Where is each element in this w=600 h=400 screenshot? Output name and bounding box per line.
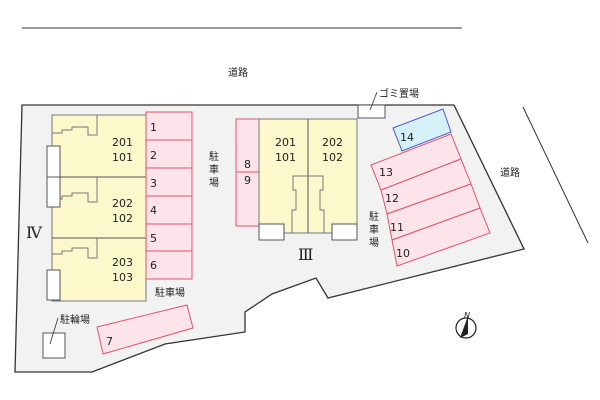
parking-10-13 <box>370 133 491 267</box>
space-number: 2 <box>150 149 157 162</box>
building-iii: 201 101 202 102 <box>258 118 358 241</box>
space-number: 14 <box>400 131 414 144</box>
parking-space-5 <box>145 223 193 252</box>
parking-space-10 <box>391 207 491 267</box>
parking-label: 駐車場 <box>155 286 185 299</box>
bike-parking-label: 駐輪場 <box>60 313 90 326</box>
building-iv: 201 101 202 102 203 103 <box>46 114 147 302</box>
compass-north-label: N <box>464 311 470 320</box>
unit-label: 201 <box>275 136 296 149</box>
space-number: 4 <box>150 204 157 217</box>
unit-label: 103 <box>112 271 133 284</box>
parking-1-6 <box>145 111 193 280</box>
unit-label: 202 <box>322 136 343 149</box>
unit-label: 101 <box>275 151 296 164</box>
space-number: 10 <box>396 247 410 260</box>
space-number: 7 <box>106 335 113 348</box>
unit-label: 203 <box>112 256 133 269</box>
space-number: 8 <box>244 158 251 171</box>
parking-label: 場 <box>209 176 219 189</box>
garbage-label: ゴミ置場 <box>379 87 419 100</box>
parking-label: 車 <box>369 223 379 236</box>
road-label-right: 道路 <box>500 166 520 179</box>
building-iv-name: Ⅳ <box>26 223 43 242</box>
building-iii-name: Ⅲ <box>298 245 313 264</box>
unit-label: 102 <box>112 212 133 225</box>
unit-label: 202 <box>112 197 133 210</box>
parking-label: 駐 <box>209 150 219 163</box>
leader-line <box>49 317 59 345</box>
parking-space-14 <box>392 108 452 152</box>
leader-line <box>369 91 378 111</box>
unit-label: 201 <box>112 136 133 149</box>
space-number: 5 <box>150 232 157 245</box>
road-label-top: 道路 <box>228 66 248 79</box>
parking-label: 場 <box>369 236 379 249</box>
garbage-area <box>357 104 386 119</box>
parking-label: 車 <box>209 163 219 176</box>
compass-icon: N <box>455 311 477 339</box>
unit-label: 101 <box>112 151 133 164</box>
space-number: 13 <box>379 166 393 179</box>
space-number: 12 <box>385 192 399 205</box>
space-number: 6 <box>150 259 157 272</box>
bike-parking-area <box>42 332 66 359</box>
space-number: 9 <box>244 174 251 187</box>
building-iv-body <box>51 114 147 302</box>
space-number: 3 <box>150 177 157 190</box>
parking-label: 駐 <box>369 210 379 223</box>
unit-label: 102 <box>322 151 343 164</box>
road-line-right <box>522 106 589 244</box>
parking-space-7 <box>96 304 194 355</box>
parking-space-6 <box>145 250 193 280</box>
space-number: 1 <box>150 121 157 134</box>
space-number: 11 <box>390 221 404 234</box>
